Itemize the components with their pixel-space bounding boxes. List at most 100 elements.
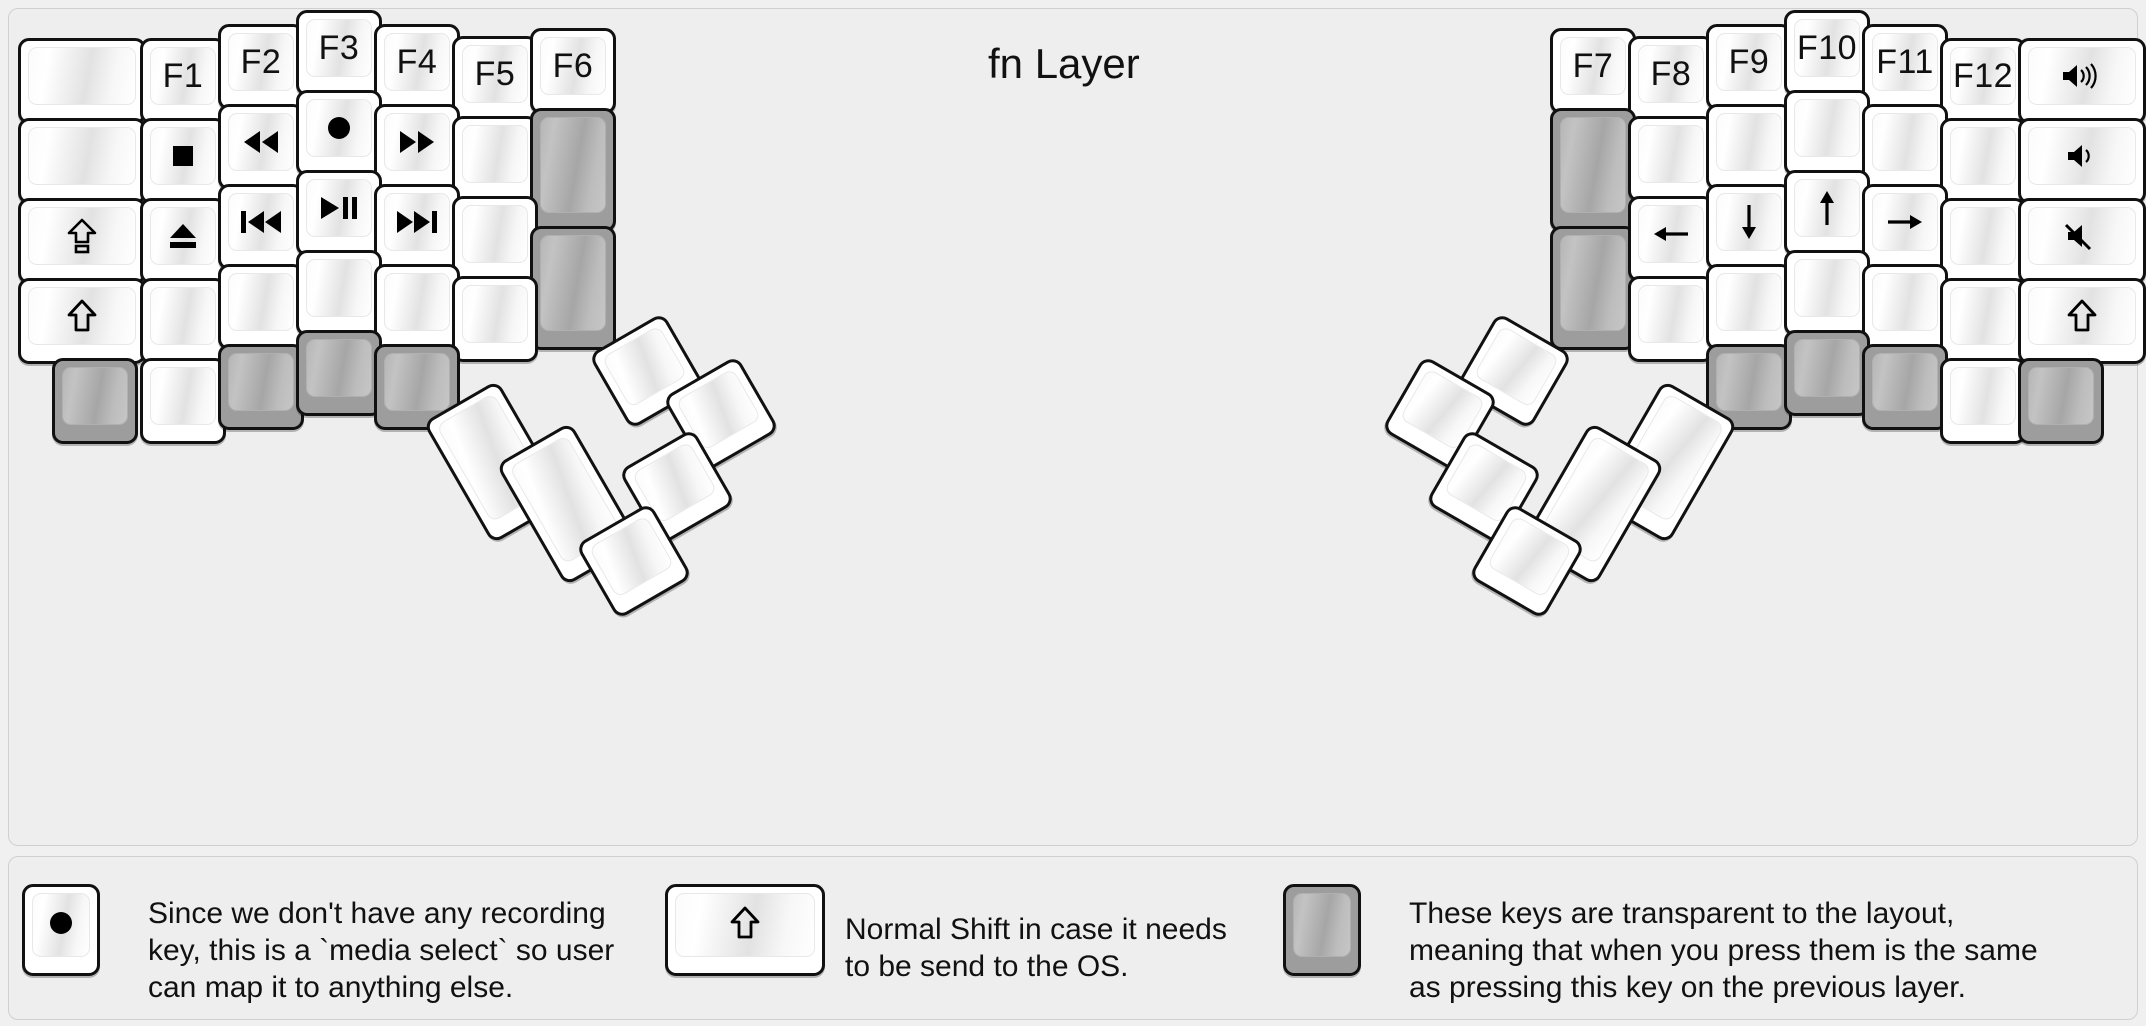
left-key-l-r2c6[interactable] [452, 116, 538, 202]
keycap-surface [1716, 193, 1782, 251]
right-key-r-r1c3[interactable]: F9 [1706, 24, 1792, 110]
right-key-r-r2c7[interactable] [2018, 118, 2146, 204]
legend-text-1: Since we don't have any recording key, t… [148, 897, 615, 1004]
left-key-l-r1c4[interactable]: F3 [296, 10, 382, 96]
left-key-l-r4c4[interactable] [296, 250, 382, 336]
right-key-r-r3c1[interactable] [1550, 226, 1636, 350]
keycap-surface [1950, 207, 2016, 265]
right-key-r-r4c5[interactable] [1862, 264, 1948, 350]
key-label: F9 [1728, 43, 1770, 81]
right-key-r-r4c2[interactable] [1628, 276, 1714, 362]
right-key-r-r4c7[interactable] [2018, 278, 2146, 364]
keycap-surface [1872, 353, 1938, 411]
right-key-r-r1c7[interactable] [2018, 38, 2146, 124]
right-key-r-r2c4[interactable] [1784, 90, 1870, 176]
left-key-l-r1c6[interactable]: F5 [452, 36, 538, 122]
left-key-l-r5c3[interactable] [218, 344, 304, 430]
arrow-right-icon [1886, 209, 1924, 235]
legend-key-3 [1283, 884, 1361, 976]
keycap-surface [1716, 273, 1782, 331]
caps-lock-icon [67, 218, 97, 254]
keycap-surface [228, 193, 294, 251]
right-key-r-r4c6[interactable] [1940, 278, 2026, 364]
right-key-r-r2c3[interactable] [1706, 104, 1792, 190]
keycap-surface [1872, 273, 1938, 331]
keycap-surface [228, 113, 294, 171]
right-key-r-r3c5[interactable] [1862, 184, 1948, 270]
right-key-r-r5c6[interactable] [1940, 358, 2026, 444]
keycap-surface [28, 287, 136, 345]
keycap-surface: F10 [1794, 19, 1860, 77]
keycap-surface [384, 273, 450, 331]
keycap-surface [1560, 235, 1626, 331]
right-key-r-r1c5[interactable]: F11 [1862, 24, 1948, 110]
right-key-r-r1c4[interactable]: F10 [1784, 10, 1870, 96]
keycap-surface [2028, 47, 2136, 105]
left-key-l-r1c2[interactable]: F1 [140, 38, 226, 124]
keycap-surface [2028, 287, 2136, 345]
left-key-l-r5c1[interactable] [52, 358, 138, 444]
left-key-l-r3c4[interactable] [296, 170, 382, 256]
left-key-l-r2c1[interactable] [18, 118, 146, 204]
left-key-l-r4c2[interactable] [140, 278, 226, 364]
right-key-r-r4c3[interactable] [1706, 264, 1792, 350]
right-key-r-r3c2[interactable] [1628, 196, 1714, 282]
keycap-surface: F5 [462, 45, 528, 103]
left-key-l-r4c1[interactable] [18, 278, 146, 364]
right-key-r-r4c4[interactable] [1784, 250, 1870, 336]
left-key-l-r2c2[interactable] [140, 118, 226, 204]
right-key-r-r2c5[interactable] [1862, 104, 1948, 190]
legend-text-2: Normal Shift in case it needs to be send… [845, 913, 1227, 983]
keycap-surface [462, 285, 528, 343]
key-label: F10 [1796, 29, 1858, 67]
keycap-surface [1638, 285, 1704, 343]
legend-key-1 [22, 884, 100, 976]
left-key-l-r4c5[interactable] [374, 264, 460, 350]
right-key-r-r3c3[interactable] [1706, 184, 1792, 270]
keycap-surface [28, 207, 136, 265]
left-key-l-r2c4[interactable] [296, 90, 382, 176]
left-key-l-r1c7[interactable]: F6 [530, 28, 616, 114]
left-key-l-r3c5[interactable] [374, 184, 460, 270]
left-key-l-r4c6[interactable] [452, 276, 538, 362]
right-key-r-r5c7[interactable] [2018, 358, 2104, 444]
left-key-l-r1c5[interactable]: F4 [374, 24, 460, 110]
left-key-l-r4c3[interactable] [218, 264, 304, 350]
keycap-surface [1950, 287, 2016, 345]
left-key-l-r2c5[interactable] [374, 104, 460, 190]
media-prev-track-icon [239, 209, 283, 235]
right-key-r-r5c5[interactable] [1862, 344, 1948, 430]
right-key-r-r3c4[interactable] [1784, 170, 1870, 256]
left-key-l-r3c1[interactable] [18, 198, 146, 284]
right-key-r-r5c4[interactable] [1784, 330, 1870, 416]
left-key-l-r3c3[interactable] [218, 184, 304, 270]
left-key-l-r3c6[interactable] [452, 196, 538, 282]
keycap-surface [384, 193, 450, 251]
right-key-r-r1c1[interactable]: F7 [1550, 28, 1636, 114]
keycap-surface: F9 [1716, 33, 1782, 91]
volume-mute-icon [2064, 221, 2100, 251]
right-key-r-r2c1[interactable] [1550, 108, 1636, 232]
left-key-l-r3c2[interactable] [140, 198, 226, 284]
left-key-l-r2c3[interactable] [218, 104, 304, 190]
left-key-l-r5c2[interactable] [140, 358, 226, 444]
left-key-l-r5c4[interactable] [296, 330, 382, 416]
right-key-r-r1c6[interactable]: F12 [1940, 38, 2026, 124]
left-key-l-r1c3[interactable]: F2 [218, 24, 304, 110]
keycap-surface [1716, 353, 1782, 411]
keycap-surface [1950, 367, 2016, 425]
keycap-surface [1794, 179, 1860, 237]
keycap-surface [1716, 113, 1782, 171]
right-key-r-r1c2[interactable]: F8 [1628, 36, 1714, 122]
right-key-r-r2c2[interactable] [1628, 116, 1714, 202]
right-key-r-r3c7[interactable] [2018, 198, 2146, 284]
left-key-l-r1c1[interactable] [18, 38, 146, 124]
left-key-l-r3c7[interactable] [530, 226, 616, 350]
left-key-l-r2c7[interactable] [530, 108, 616, 232]
key-label: F3 [318, 29, 360, 67]
keycap-surface [306, 339, 372, 397]
right-key-r-r2c6[interactable] [1940, 118, 2026, 204]
right-key-r-r3c6[interactable] [1940, 198, 2026, 284]
legend-text-3: These keys are transparent to the layout… [1409, 897, 2038, 1004]
arrow-left-icon [1652, 221, 1690, 247]
